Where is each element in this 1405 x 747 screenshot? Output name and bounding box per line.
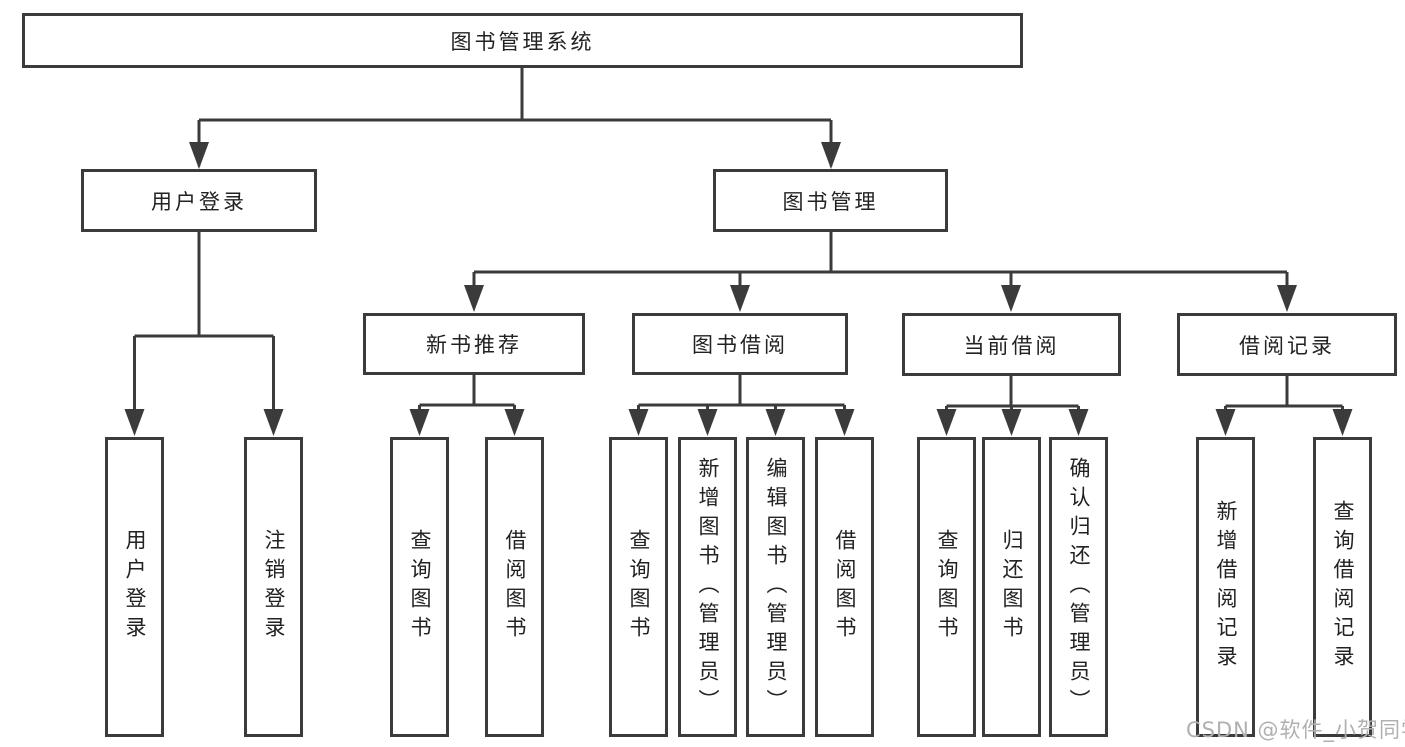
leaf-query-borrow-record: 查询借阅记录 — [1313, 437, 1372, 737]
leaf-return-books: 归还图书 — [982, 437, 1041, 737]
leaf-user-login: 用户登录 — [105, 437, 164, 737]
leaf-query-books-borrowing: 查询图书 — [609, 437, 668, 737]
leaf-query-books-current: 查询图书 — [917, 437, 976, 737]
leaf-edit-books-admin: 编辑图书（管理员） — [746, 437, 805, 737]
node-new-book-recommend: 新书推荐 — [363, 313, 585, 375]
node-library-system: 图书管理系统 — [22, 13, 1023, 68]
leaf-logout: 注销登录 — [244, 437, 303, 737]
leaf-borrow-books-borrowing: 借阅图书 — [815, 437, 874, 737]
node-user-login: 用户登录 — [81, 169, 317, 232]
node-book-borrowing: 图书借阅 — [632, 313, 848, 375]
node-borrowing-records: 借阅记录 — [1177, 313, 1397, 376]
node-book-management: 图书管理 — [713, 169, 948, 232]
leaf-add-books-admin: 新增图书（管理员） — [678, 437, 737, 737]
leaf-add-borrow-record: 新增借阅记录 — [1196, 437, 1255, 737]
leaf-confirm-return-admin: 确认归还（管理员） — [1049, 437, 1108, 737]
leaf-query-books-recommend: 查询图书 — [390, 437, 449, 737]
leaf-borrow-books-recommend: 借阅图书 — [485, 437, 544, 737]
node-current-borrowing: 当前借阅 — [902, 313, 1121, 376]
watermark: CSDN @软件_小贺同学 — [1186, 718, 1405, 742]
